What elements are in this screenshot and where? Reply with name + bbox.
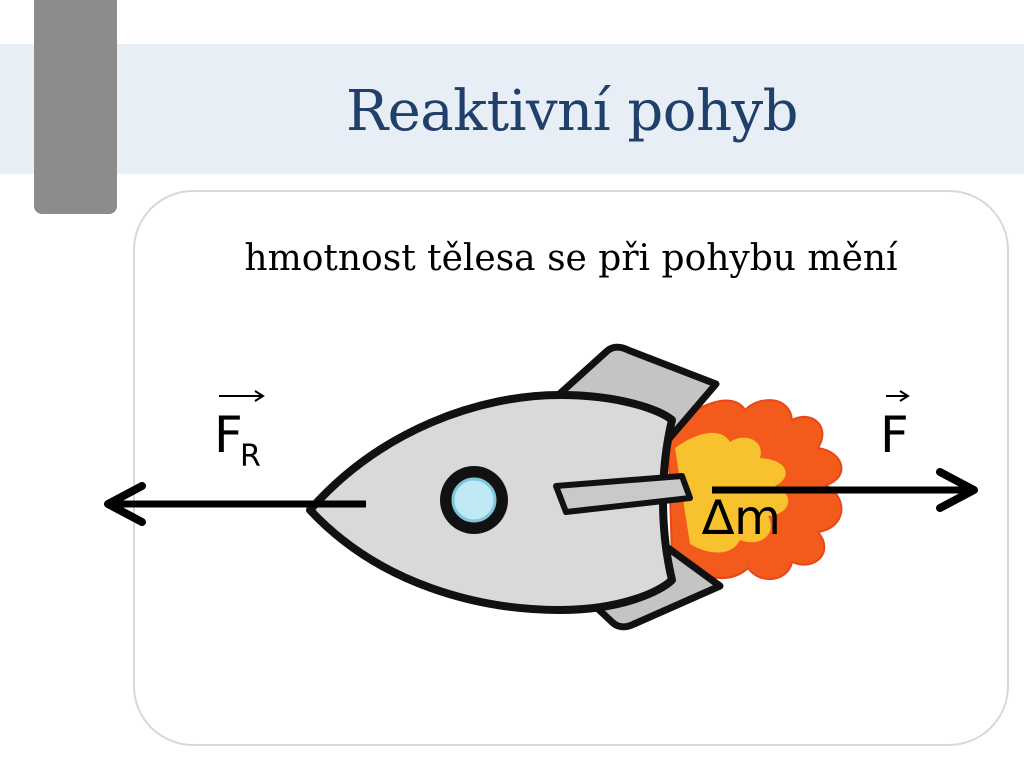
- content-box: [133, 190, 1009, 746]
- rocket-window-glass: [451, 477, 497, 523]
- mass-change-label: ∆m: [701, 490, 781, 546]
- side-tab: [34, 0, 117, 214]
- force-reactive-label: F R: [214, 390, 265, 474]
- force-symbol: F: [880, 406, 909, 464]
- arrow-right-icon: [712, 468, 978, 512]
- rocket-top-fin: [551, 343, 720, 444]
- title-band: [0, 44, 1024, 174]
- slide-subtitle: hmotnost tělesa se při pohybu mění: [244, 238, 898, 279]
- arrow-left-icon: [104, 482, 366, 526]
- force-label: F: [880, 390, 910, 464]
- rocket-nozzle: [553, 473, 693, 515]
- force-reactive-subscript: R: [240, 439, 261, 474]
- page-title: Reaktivní pohyb: [345, 79, 799, 144]
- force-reactive-symbol: F: [214, 406, 243, 464]
